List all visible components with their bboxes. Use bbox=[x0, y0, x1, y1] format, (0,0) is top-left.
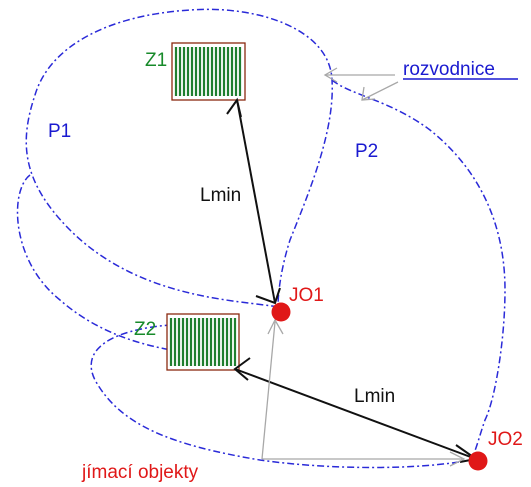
capture-point-jo1 bbox=[271, 302, 291, 322]
pointer-rozvodnice-1-head bbox=[323, 67, 338, 83]
pointer-jo2-head bbox=[449, 451, 466, 467]
label-p2: P2 bbox=[355, 141, 378, 162]
zone-z1 bbox=[171, 42, 246, 101]
pointer-rozvodnice-2-head bbox=[361, 86, 376, 101]
boundary-p2 bbox=[90, 79, 506, 469]
boundary-p1 bbox=[25, 8, 333, 308]
label-rozvodnice: rozvodnice bbox=[403, 59, 495, 80]
label-p1: P1 bbox=[48, 121, 71, 142]
zone-z2 bbox=[166, 313, 240, 371]
capture-point-jo2 bbox=[468, 451, 488, 471]
label-lmin-bottom: Lmin bbox=[354, 386, 395, 407]
arrowhead-bottom-start bbox=[233, 357, 251, 381]
distance-line-bottom bbox=[234, 368, 477, 460]
label-z2: Z2 bbox=[134, 319, 156, 340]
pointer-jo1 bbox=[261, 321, 276, 460]
arrowhead-top-start bbox=[226, 97, 242, 118]
zone-z2-hatch bbox=[169, 318, 237, 366]
arrowhead-top-end bbox=[255, 287, 281, 305]
label-jo1: JO1 bbox=[289, 285, 324, 306]
label-jimaci-objekty: jímací objekty bbox=[81, 462, 199, 483]
pointer-jo1-head bbox=[267, 318, 284, 335]
label-lmin-top: Lmin bbox=[200, 185, 241, 206]
boundary-p1-lobe bbox=[16, 174, 211, 356]
label-jo2: JO2 bbox=[488, 429, 523, 450]
zone-z1-hatch bbox=[174, 47, 242, 96]
label-z1: Z1 bbox=[145, 50, 167, 71]
distance-line-top bbox=[236, 99, 276, 304]
pointer-rozvodnice-2 bbox=[361, 81, 399, 101]
